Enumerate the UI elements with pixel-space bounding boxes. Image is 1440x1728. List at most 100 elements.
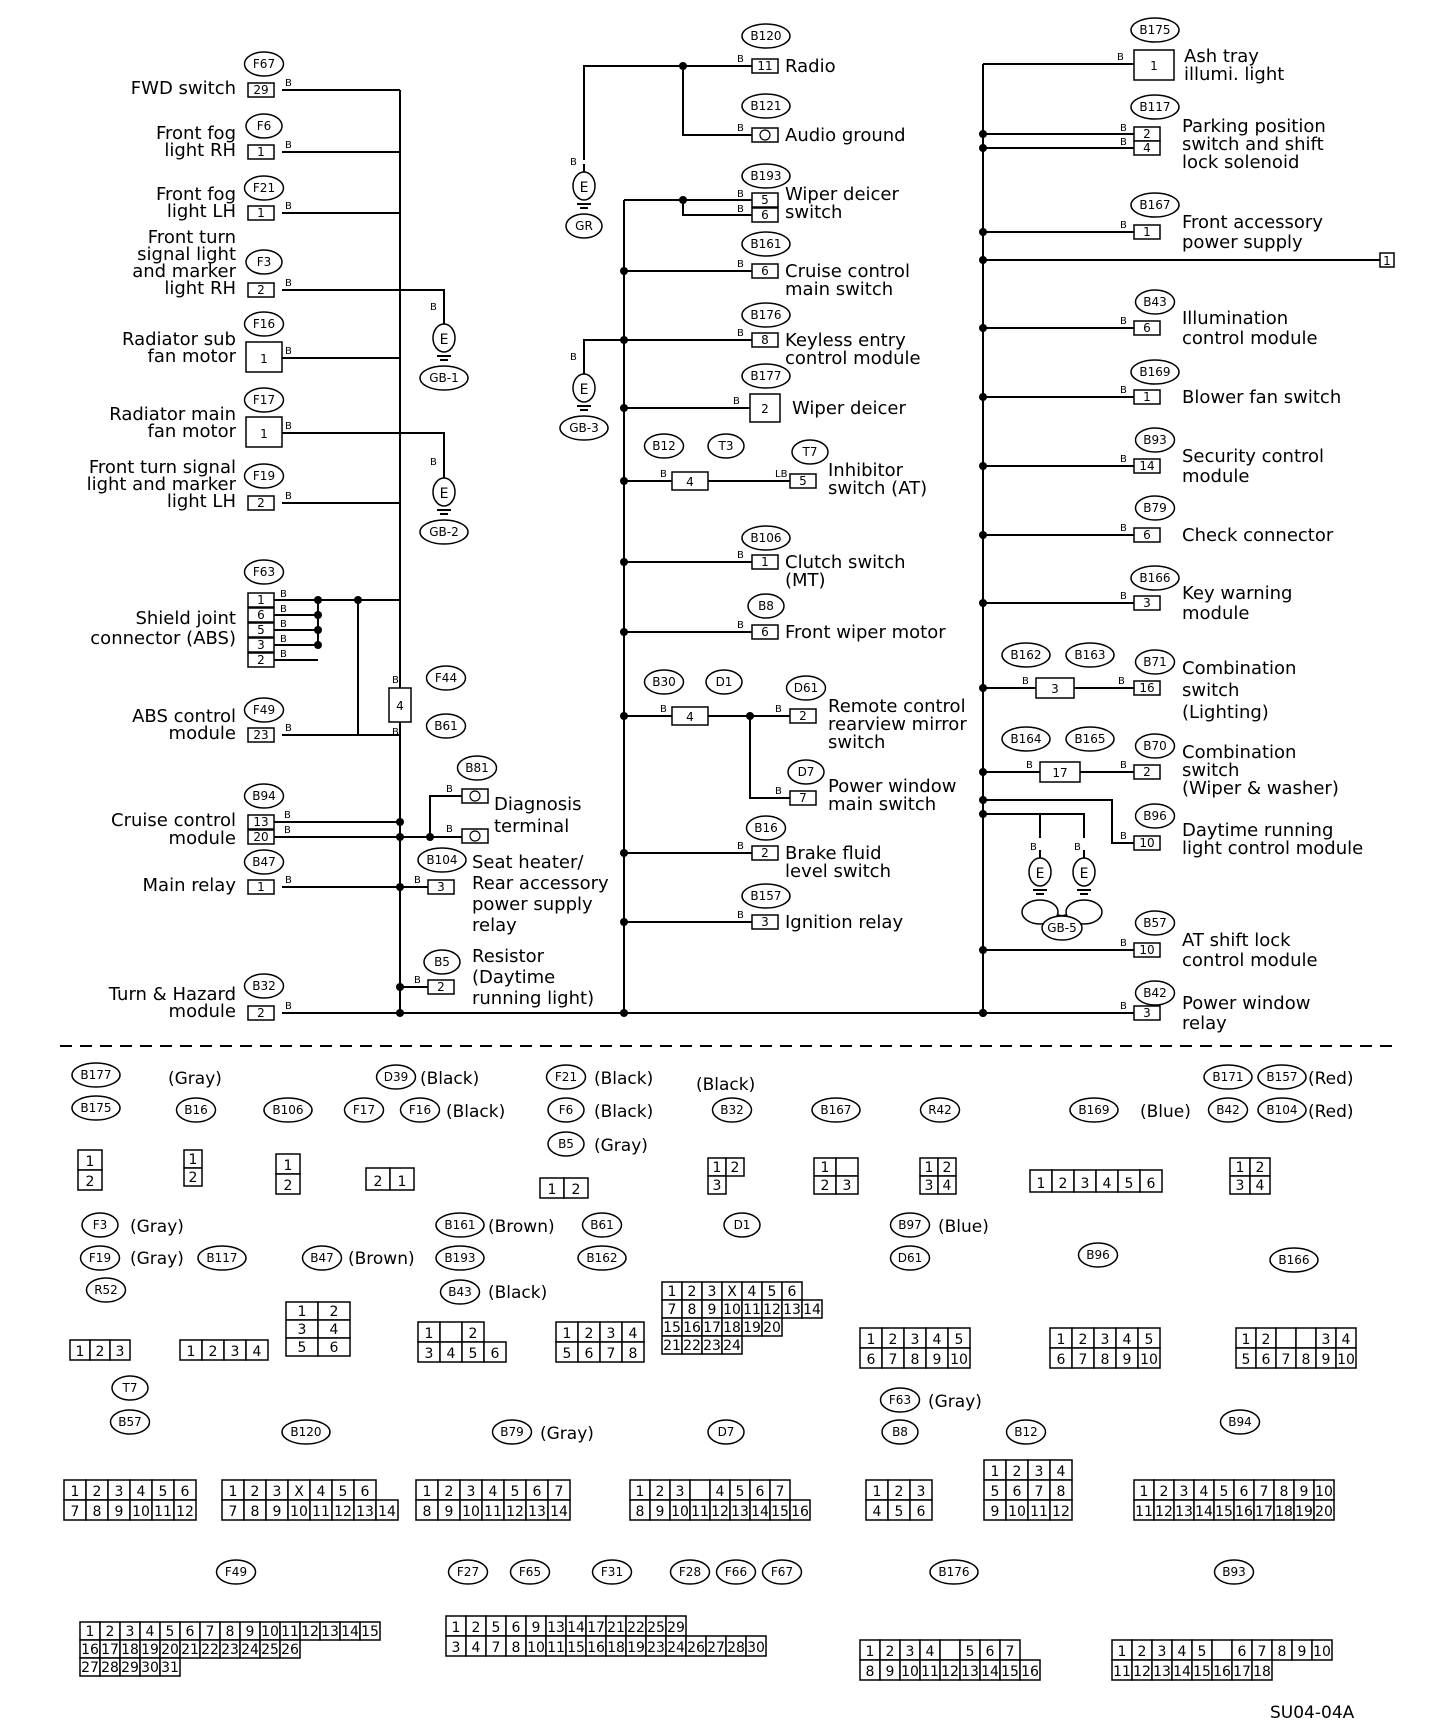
- legend-pin-number: 5: [1145, 1332, 1154, 1348]
- connector-id-oval: [741, 93, 791, 119]
- legend-color-note: (Blue): [1140, 1102, 1191, 1122]
- pin-number: 11: [757, 59, 772, 73]
- component-label: Radio: [785, 56, 836, 77]
- component-label: control module: [1182, 328, 1318, 349]
- legend-pin-number: 2: [889, 1332, 898, 1348]
- legend-pin-number: 1: [1037, 1176, 1046, 1192]
- pin-number: 2: [257, 496, 265, 510]
- legend-pin-number: 15: [361, 1624, 379, 1640]
- connector-id-text: D7: [718, 1425, 735, 1439]
- legend-pin-cell: [109, 1339, 131, 1361]
- wire-color-code: B: [284, 810, 291, 821]
- junction-dot: [620, 558, 628, 566]
- legend-pin-number: 15: [1193, 1664, 1211, 1680]
- pin-number: 3: [1143, 596, 1151, 610]
- connector-id-oval: [889, 1212, 931, 1238]
- junction-dot: [979, 531, 987, 539]
- pin-number: 1: [257, 593, 265, 607]
- component-label: Front wiper motor: [785, 622, 946, 643]
- component-label: module: [169, 723, 236, 744]
- legend-pin-number: 1: [86, 1154, 95, 1170]
- legend-pin-cell: [1275, 1327, 1297, 1349]
- legend-pin-number: 24: [241, 1642, 259, 1658]
- legend-pin-number: 18: [1253, 1664, 1271, 1680]
- legend-pin-number: 15: [663, 1320, 681, 1336]
- connector-id-text: F19: [253, 469, 275, 483]
- connector-id-oval: [71, 1062, 121, 1088]
- component-label: Inhibitor: [828, 460, 904, 481]
- junction-dot: [426, 833, 434, 841]
- legend-pin-number: 9: [991, 1504, 1000, 1520]
- pin-number: 13: [253, 815, 268, 829]
- pin-number: 20: [253, 830, 268, 844]
- connector-id-text: B171: [1212, 1070, 1243, 1084]
- legend-pin-number: 9: [445, 1504, 454, 1520]
- component-label: Front turn signal: [89, 457, 236, 478]
- legend-pin-number: 1: [298, 1304, 307, 1320]
- inline-connector: [671, 471, 709, 491]
- legend-pin-number: 2: [209, 1344, 218, 1360]
- junction-dot: [979, 130, 987, 138]
- connector-id-oval: [419, 365, 469, 391]
- wire-color-code: B: [285, 491, 292, 502]
- legend-pin-number: 31: [161, 1660, 179, 1676]
- legend-pin-number: 1: [76, 1344, 85, 1360]
- legend-pin-number: 1: [452, 1620, 461, 1636]
- connector-id-text: B8: [758, 599, 774, 613]
- pin-number: 6: [761, 264, 769, 278]
- legend-pin-number: 6: [1262, 1352, 1271, 1368]
- connector-id-text: F17: [353, 1103, 375, 1117]
- connector-id-oval: [111, 1375, 149, 1401]
- connector-id-oval: [243, 311, 285, 337]
- connector-id-oval: [243, 463, 285, 489]
- wire-segment: [682, 66, 752, 136]
- connector-id-text: B79: [1143, 501, 1167, 515]
- connector-id-oval: [243, 697, 285, 723]
- legend-pin-number: 4: [489, 1484, 498, 1500]
- connector-id-text: B47: [252, 855, 276, 869]
- legend-pin-number: 26: [687, 1640, 705, 1656]
- legend-pin-cell: [937, 1175, 957, 1195]
- connector-id-text: B79: [500, 1425, 524, 1439]
- legend-pin-number: 11: [312, 1504, 330, 1520]
- legend-pin-cell: [483, 1341, 507, 1363]
- pin-number: 8: [761, 333, 769, 347]
- legend-pin-number: 8: [636, 1504, 645, 1520]
- connector-id-text: B94: [252, 789, 276, 803]
- legend-pin-number: 6: [756, 1484, 765, 1500]
- connector-id-oval: [581, 1212, 623, 1238]
- legend-pin-number: 14: [981, 1664, 999, 1680]
- legend-pin-number: 2: [469, 1326, 478, 1342]
- junction-dot: [979, 462, 987, 470]
- legend-color-note: (Brown): [348, 1249, 415, 1269]
- wire-segment: [400, 432, 445, 470]
- connector-id-text: B166: [1278, 1253, 1309, 1267]
- wire-color-code: B: [280, 619, 287, 630]
- legend-pin-number: 3: [713, 1178, 722, 1194]
- component-label: module: [169, 828, 236, 849]
- ground-point: [432, 323, 456, 353]
- connector-id-text: GB-2: [429, 525, 459, 539]
- pin-number: 2: [761, 402, 769, 416]
- legend-pin-number: 1: [873, 1484, 882, 1500]
- wire-color-code: B: [1120, 137, 1127, 148]
- component-label: Blower fan switch: [1182, 387, 1341, 408]
- legend-pin-number: 6: [533, 1484, 542, 1500]
- component-label: Main relay: [143, 875, 237, 896]
- pin-number: 17: [1052, 766, 1067, 780]
- wire-color-code: B: [1026, 760, 1033, 771]
- pin-number: 2: [799, 709, 807, 723]
- legend-pin-number: 6: [491, 1346, 500, 1362]
- component-label: Audio ground: [785, 125, 906, 146]
- wire-color-code: B: [280, 604, 287, 615]
- junction-dot: [620, 404, 628, 412]
- legend-pin-number: 6: [1057, 1352, 1066, 1368]
- legend-pin-cell: [389, 1167, 415, 1191]
- legend-pin-number: 10: [462, 1504, 480, 1520]
- wire-color-code: B: [660, 704, 667, 715]
- legend-pin-number: 6: [181, 1484, 190, 1500]
- connector-id-oval: [109, 1409, 151, 1435]
- legend-pin-number: 2: [1013, 1464, 1022, 1480]
- legend-pin-number: 3: [906, 1644, 915, 1660]
